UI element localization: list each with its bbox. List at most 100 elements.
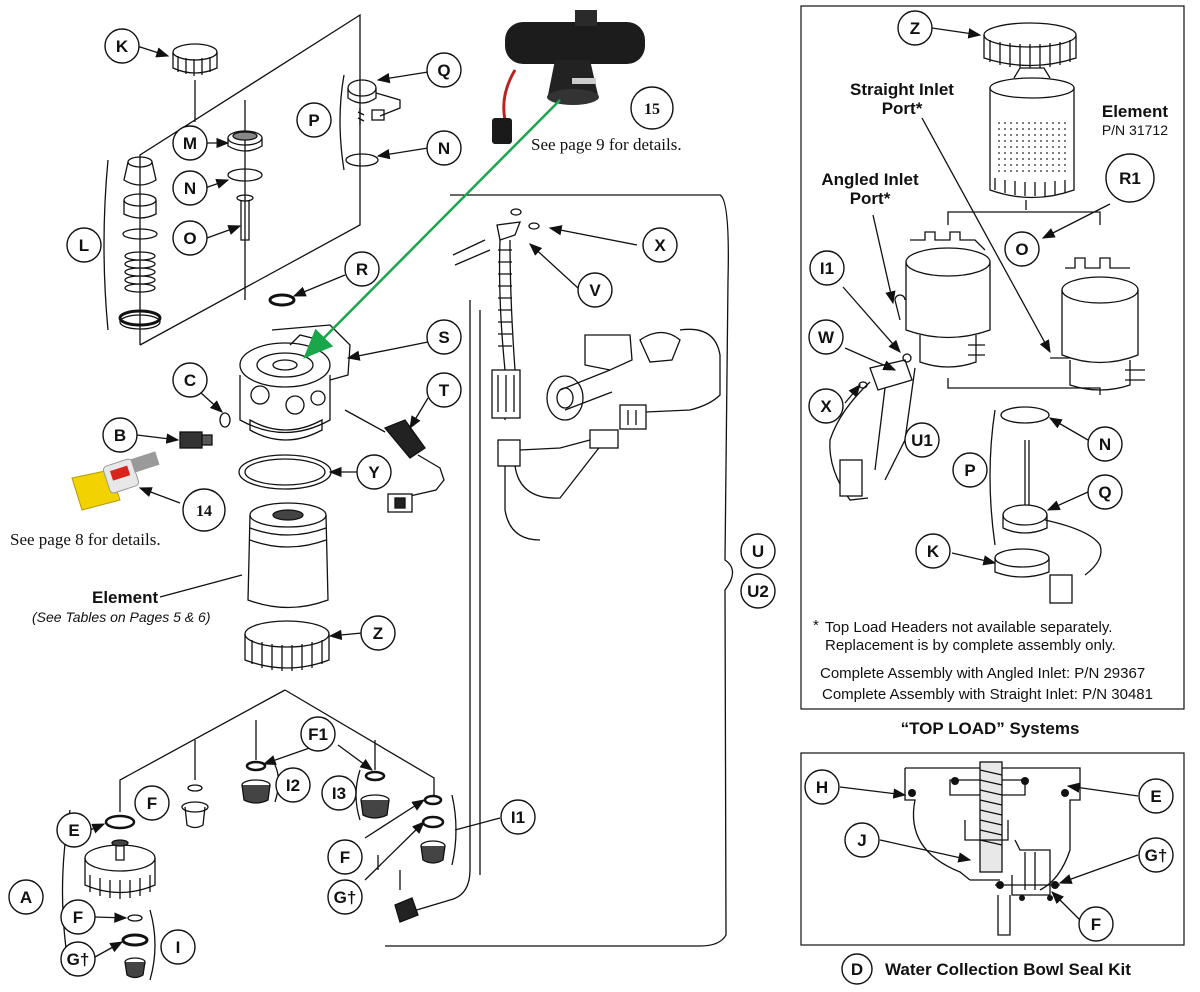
callout-main-diagram-p: P: [296, 102, 332, 138]
straight-inlet-label-2: Port*: [882, 99, 923, 118]
callout-circle: [426, 372, 462, 408]
callout-top-load-w: W: [808, 319, 844, 355]
nut-k-part: [172, 43, 218, 76]
callout-circle: [808, 319, 844, 355]
callout-text: S: [438, 328, 449, 347]
fuel-pump-photo: [492, 10, 645, 144]
callout-circle: [500, 799, 536, 835]
callout-seal-kit-d: D: [841, 953, 873, 985]
callout-main-diagram-q: Q: [426, 52, 462, 88]
callout-text: M: [183, 134, 197, 153]
callout-circle: [1087, 474, 1123, 510]
callout-circle: [56, 812, 92, 848]
callout-text: Y: [368, 463, 380, 482]
top-load-caption: “TOP LOAD” Systems: [901, 719, 1080, 738]
callout-circle: [1105, 153, 1155, 203]
callout-circle: [426, 130, 462, 166]
sensor-p-part: [345, 79, 401, 167]
callout-main-diagram-ref15: 15: [630, 86, 674, 130]
filter-element-part: [247, 502, 329, 609]
top-load-panel: [800, 5, 1185, 710]
callout-text: N: [184, 179, 196, 198]
footnote-star: *: [813, 617, 819, 634]
pin-o-part: [236, 194, 254, 241]
callout-top-load-q: Q: [1087, 474, 1123, 510]
seal-kit-panel: [800, 752, 1185, 946]
drain-plug-i-part: [121, 914, 149, 979]
callout-text: N: [1099, 435, 1111, 454]
top-load-plain-lines: [884, 367, 916, 481]
callout-circle: [8, 879, 44, 915]
tree-branch-b: [284, 689, 435, 795]
callout-text: Q: [437, 61, 450, 80]
callout-top-load-i1: I1: [809, 250, 845, 286]
callout-circle: [630, 86, 674, 130]
callout-text: E: [68, 821, 79, 840]
seal-kit-leaders: [839, 782, 1139, 921]
callout-text: K: [116, 37, 129, 56]
callout-main-diagram-ref14: 14: [182, 488, 226, 532]
callout-circle: [182, 488, 226, 532]
callout-main-diagram-i3: I3: [321, 775, 357, 811]
callout-text: 14: [196, 503, 212, 520]
seal-kit-caption: Water Collection Bowl Seal Kit: [885, 960, 1131, 979]
callout-circle: [577, 272, 613, 308]
footnote-line-2: Replacement is by complete assembly only…: [825, 637, 1116, 654]
callout-circle: [300, 716, 336, 752]
tree-tails: [377, 855, 401, 890]
callout-circle: [66, 227, 102, 263]
callout-text: X: [654, 236, 666, 255]
gasket-y-inner: [244, 458, 326, 486]
callout-circle: [360, 615, 396, 651]
callout-circle: [172, 125, 208, 161]
callout-main-diagram-i2: I2: [275, 767, 311, 803]
callout-circle: [104, 28, 140, 64]
callout-text: G†: [334, 888, 357, 907]
callout-main-diagram-n-p: N: [426, 130, 462, 166]
element-label: Element: [92, 588, 158, 607]
callout-main-diagram-z: Z: [360, 615, 396, 651]
callout-main-diagram-c: C: [172, 362, 208, 398]
top-load-parts: [829, 22, 1145, 604]
callout-circle: [808, 388, 844, 424]
brace-l: [103, 159, 109, 331]
callout-text: G†: [67, 950, 90, 969]
callout-top-load-o: O: [1004, 231, 1040, 267]
footnote-line-1: Top Load Headers not available separatel…: [825, 619, 1112, 636]
element-table-note: (See Tables on Pages 5 & 6): [32, 609, 211, 625]
callout-circle: [1138, 778, 1174, 814]
callout-text: F: [147, 794, 157, 813]
top-load-element-title: Element: [1102, 102, 1168, 121]
callout-main-diagram-u2: U2: [740, 573, 776, 609]
callout-text: I3: [332, 784, 346, 803]
callout-circle: [915, 533, 951, 569]
callout-text: N: [438, 139, 450, 158]
callout-main-diagram-g-c: G†: [60, 941, 96, 977]
callout-circle: [809, 250, 845, 286]
callout-top-load-r1: R1: [1105, 153, 1155, 203]
callout-text: E: [1150, 787, 1161, 806]
callout-text: X: [820, 397, 832, 416]
brace-i3: [355, 769, 361, 821]
seal-kit-orings: [908, 777, 1069, 901]
callout-circle: [172, 170, 208, 206]
callout-circle: [804, 769, 840, 805]
callout-circle: [344, 251, 380, 287]
callout-circle: [897, 10, 933, 46]
callout-top-load-k: K: [915, 533, 951, 569]
washer-c-part: [219, 412, 231, 428]
callout-circle: [172, 362, 208, 398]
harness-part: [491, 221, 721, 541]
callout-main-diagram-b: B: [102, 417, 138, 453]
callout-top-load-x: X: [808, 388, 844, 424]
oring-n-part: [227, 168, 263, 182]
callout-text: I: [176, 938, 181, 957]
callout-seal-kit-e: E: [1138, 778, 1174, 814]
plug-b-part: [179, 431, 213, 449]
angled-inlet-label-1: Angled Inlet: [821, 170, 919, 189]
callout-text: L: [79, 236, 89, 255]
washer-r-part: [268, 293, 296, 307]
tree-branch-a: [119, 689, 286, 812]
callout-main-diagram-r: R: [344, 251, 380, 287]
